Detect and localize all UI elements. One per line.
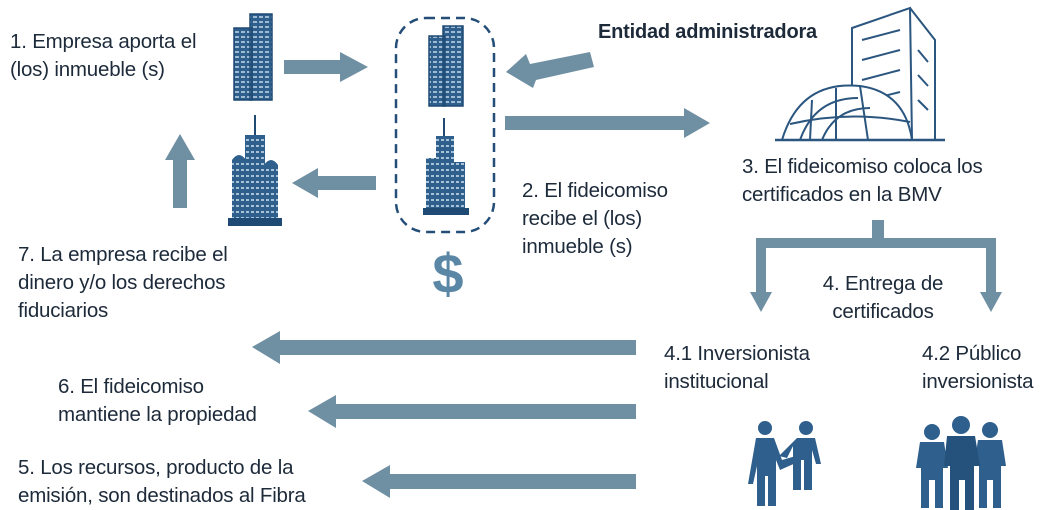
arrow-company-to-trust (284, 52, 368, 82)
step41-label: 4.1 Inversionista institucional (664, 340, 810, 396)
step5-label: 5. Los recursos, producto de la emisión,… (18, 454, 306, 510)
step6-line1: 6. El fideicomiso (58, 375, 204, 398)
step3-line2: certificados en la BMV (742, 183, 942, 206)
step7-label: 7. La empresa recibe el dinero y/o los d… (18, 241, 228, 325)
arrow-up-to-company (165, 134, 195, 208)
step2-line2: recibe el (los) (522, 207, 643, 230)
dollar-sign-icon: $ (432, 242, 463, 305)
handshake-icon (748, 421, 821, 506)
step7-line2: dinero y/o los derechos (18, 271, 226, 294)
arrow-step6 (252, 331, 636, 364)
step3-label: 3. El fideicomiso coloca los certificado… (742, 153, 983, 209)
step6-label: 6. El fideicomiso mantiene la propiedad (58, 373, 257, 429)
arrow-step5 (308, 395, 636, 428)
people-group-icon (916, 416, 1006, 510)
admin-entity-label: Entidad administradora (598, 18, 817, 46)
arrow-trust-to-company (292, 168, 376, 198)
stock-exchange-building-icon (775, 6, 945, 142)
step7-line3: fiduciarios (18, 299, 109, 322)
trust-skyscraper-icon (423, 118, 469, 215)
step41-line2: institucional (664, 370, 769, 393)
step42-label: 4.2 Público inversionista (922, 340, 1034, 396)
step42-line2: inversionista (922, 370, 1034, 393)
step2-label: 2. El fideicomiso recibe el (los) inmueb… (522, 177, 668, 261)
arrow-bottom (362, 465, 636, 498)
step1-line1: 1. Empresa aporta el (10, 30, 197, 53)
step6-line2: mantiene la propiedad (58, 403, 257, 426)
step1-line2: (los) inmueble (s) (10, 58, 165, 81)
bmv-distribution-branches (750, 220, 1002, 312)
office-tower-icon (233, 13, 273, 101)
step4-line1: 4. Entrega de (822, 272, 944, 295)
step2-line1: 2. El fideicomiso (522, 179, 668, 202)
arrow-trust-to-bmv (505, 108, 710, 138)
arrow-admin-to-trust (506, 52, 594, 88)
step1-label: 1. Empresa aporta el (los) inmueble (s) (10, 28, 196, 84)
skyscraper-icon (228, 115, 282, 226)
step42-line1: 4.2 Público (922, 342, 1022, 365)
trust-container (394, 16, 496, 234)
trust-office-tower-icon (428, 25, 464, 107)
step5-line1: 5. Los recursos, producto de la (18, 456, 294, 479)
step4-label: 4. Entrega de certificados (808, 270, 958, 326)
step3-line1: 3. El fideicomiso coloca los (742, 155, 983, 178)
step5-line2: emisión, son destinados al Fibra (18, 484, 306, 507)
step2-line3: inmueble (s) (522, 235, 633, 258)
step41-line1: 4.1 Inversionista (664, 342, 810, 365)
step7-line1: 7. La empresa recibe el (18, 243, 228, 266)
step4-line2: certificados (832, 300, 934, 323)
admin-entity-text: Entidad administradora (598, 21, 817, 43)
